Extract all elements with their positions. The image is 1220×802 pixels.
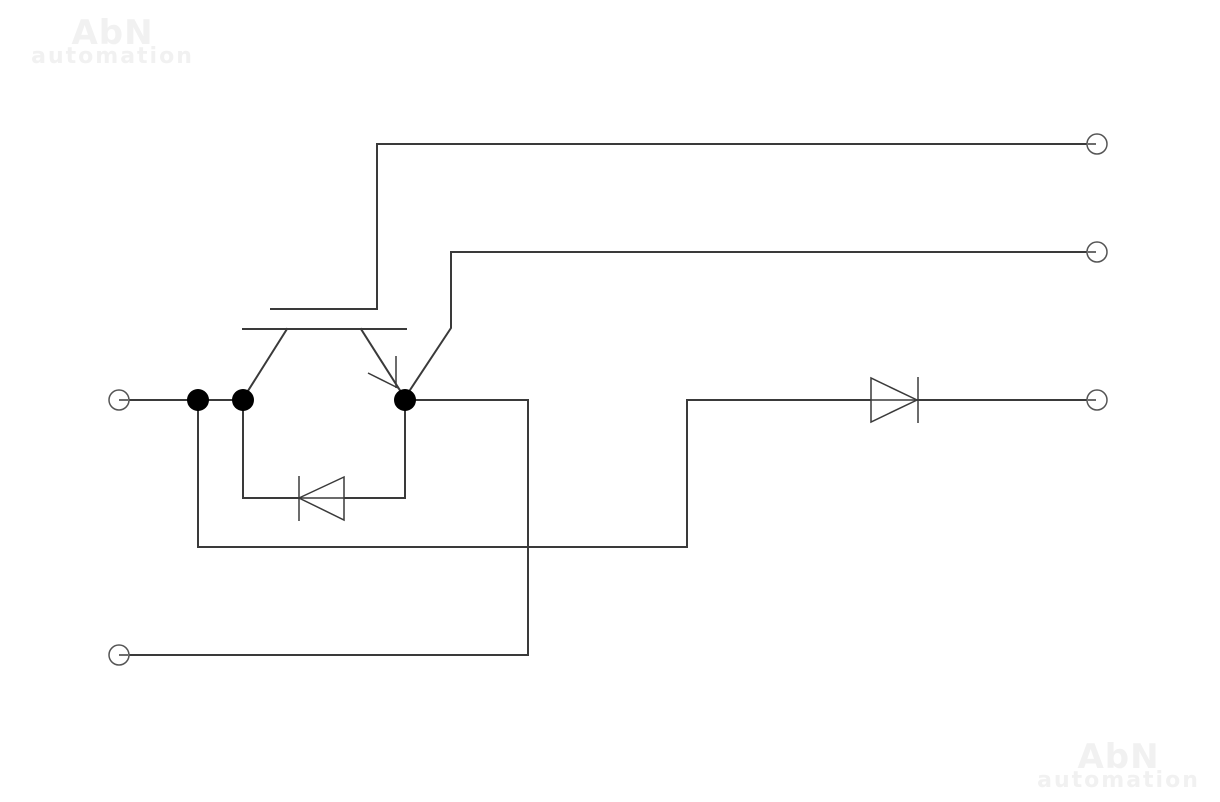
freewheel-diode-icon	[297, 475, 345, 522]
watermark-subtext: automation	[31, 44, 194, 69]
terminal-diode-cathode	[1086, 389, 1108, 411]
junction-dot	[232, 389, 254, 411]
watermark-bottom-right: AbN automation	[1026, 740, 1211, 792]
watermark-logo-text: AbN	[1077, 737, 1160, 777]
watermark-logo-text: AbN	[71, 13, 154, 53]
wire-freewheel-loop	[242, 399, 406, 499]
junction-dot	[187, 389, 209, 411]
junction-dot	[394, 389, 416, 411]
series-diode-icon	[870, 376, 919, 424]
wire-gate	[270, 143, 1089, 310]
watermark-top-left: AbN automation	[20, 16, 205, 68]
igbt-emitter-lead	[359, 327, 403, 394]
emitter-arrow-icon	[367, 356, 399, 389]
terminal-collector	[108, 389, 130, 411]
igbt-collector-lead	[244, 327, 289, 396]
terminal-gate	[1086, 133, 1108, 155]
terminal-emitter	[108, 644, 130, 666]
wire-emitter-out	[126, 399, 529, 656]
watermark-subtext: automation	[1037, 768, 1200, 793]
terminal-aux-emitter	[1086, 241, 1108, 263]
wire-series-diode	[197, 399, 1089, 548]
wire-aux-emitter	[408, 251, 1089, 392]
